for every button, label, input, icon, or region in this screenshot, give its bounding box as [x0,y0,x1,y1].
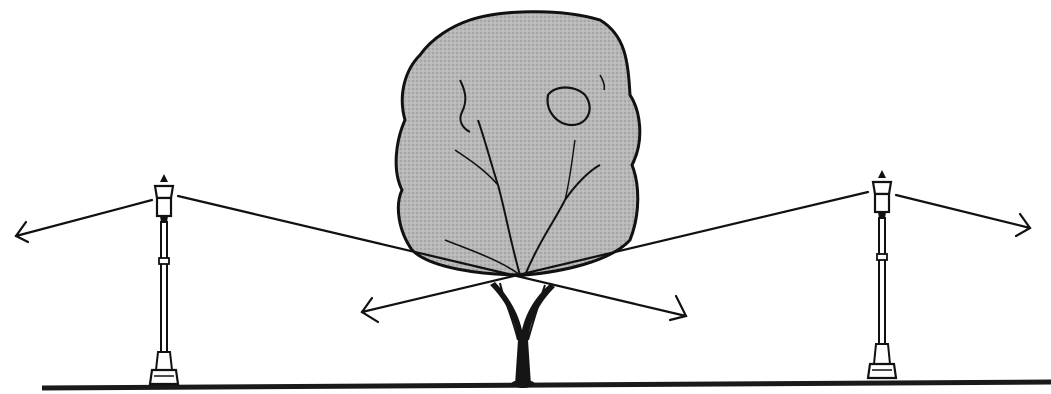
arrowhead-left-outward [16,222,28,242]
ground-line [42,382,1051,388]
beam-right-outward [896,195,1030,228]
tree-trunk [490,282,555,388]
lamp-post-icon [150,174,178,384]
lamp-post-icon [868,170,896,378]
tree-canopy [396,12,640,275]
arrowhead-left-inward [670,296,686,320]
tree-icon [396,12,640,388]
beam-left-outward [16,200,152,236]
